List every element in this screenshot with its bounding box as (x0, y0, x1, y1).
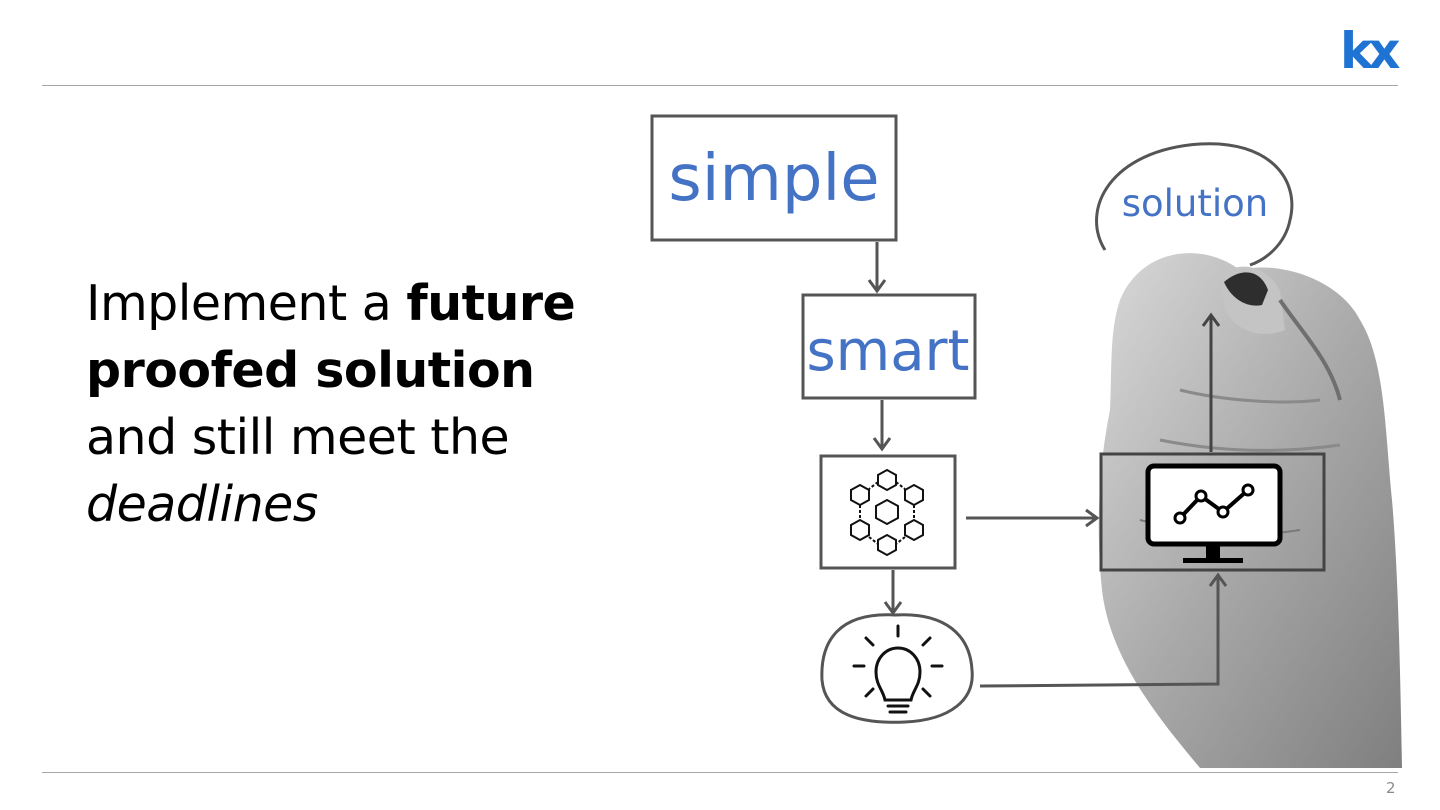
headline-text-2: and still meet the (86, 409, 509, 466)
flow-diagram: solution simple smart (640, 100, 1420, 780)
kx-logo: kx (1340, 26, 1396, 76)
headline-emphasis-solution: proofed solution (86, 342, 535, 399)
page-number: 2 (1386, 779, 1396, 797)
header-divider (42, 85, 1398, 86)
solution-label: solution (1122, 182, 1269, 225)
simple-label: simple (668, 142, 879, 216)
footer-divider (42, 772, 1398, 773)
headline-text-1: Implement a (86, 275, 406, 332)
headline-emphasis-future: future (406, 275, 575, 332)
slide-headline: Implement a future proofed solution and … (86, 270, 626, 538)
headline-emphasis-deadlines: deadlines (86, 476, 318, 533)
smart-label: smart (806, 319, 969, 384)
